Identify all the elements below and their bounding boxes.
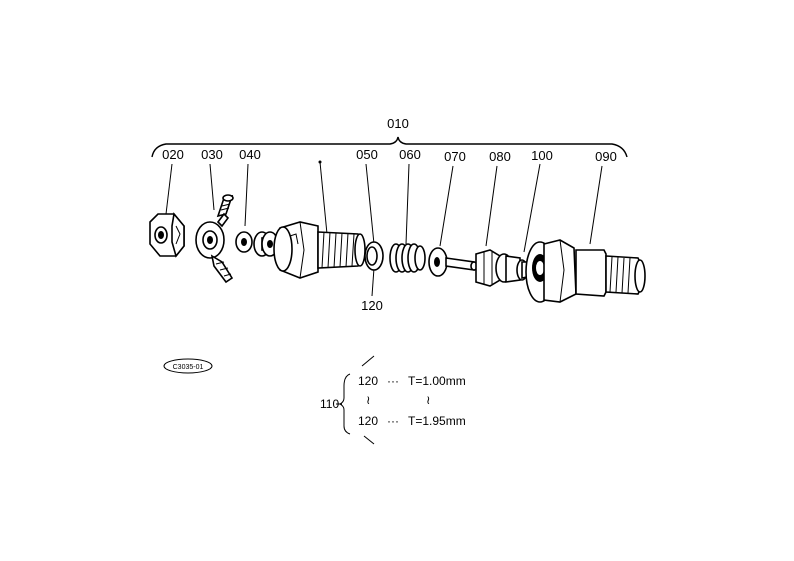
range-mark-left: ≀ <box>366 393 371 407</box>
label-120: 120 <box>361 298 383 313</box>
shim-row-1-dots: ··· <box>387 374 399 388</box>
banjo-fitting-030-icon <box>195 194 234 284</box>
push-rod-icon <box>445 257 478 271</box>
label-100: 100 <box>531 148 553 163</box>
label-030: 030 <box>201 147 223 162</box>
leader-lines <box>165 161 603 297</box>
shim-row-2-spec: T=1.95mm <box>408 414 466 428</box>
label-050: 050 <box>356 147 378 162</box>
label-060: 060 <box>399 147 421 162</box>
range-mark-right: ≀ <box>426 393 431 407</box>
nozzle-holder-body-icon <box>273 221 366 279</box>
label-070: 070 <box>444 149 466 164</box>
shim-row-1-spec: T=1.00mm <box>408 374 466 388</box>
washer-040-icon <box>235 231 281 257</box>
label-040: 040 <box>239 147 261 162</box>
shim-row-2-dots: ··· <box>387 414 399 428</box>
shim-thickness-table: 110 120 ··· T=1.00mm ≀ ≀ 120 ··· T=1.95m… <box>320 355 466 445</box>
reference-stamp: C3035-01 <box>163 358 213 374</box>
shim-row-2-part: 120 <box>358 414 378 428</box>
retaining-nut-090-icon <box>525 239 646 303</box>
spring-seat-070-icon <box>428 247 448 277</box>
spring-060-icon <box>389 243 426 273</box>
shim-row-1-part: 120 <box>358 374 378 388</box>
label-090: 090 <box>595 149 617 164</box>
label-080: 080 <box>489 149 511 164</box>
label-020: 020 <box>162 147 184 162</box>
group-label-110: 110 <box>320 397 339 411</box>
nut-020-icon <box>149 212 185 258</box>
label-010: 010 <box>387 116 409 131</box>
svg-text:C3035-01: C3035-01 <box>173 364 204 371</box>
assembly-bracket: 010 <box>151 116 628 158</box>
shim-120-icon <box>364 241 384 271</box>
part-labels: 020 030 040 050 060 070 080 100 090 120 <box>162 147 617 313</box>
